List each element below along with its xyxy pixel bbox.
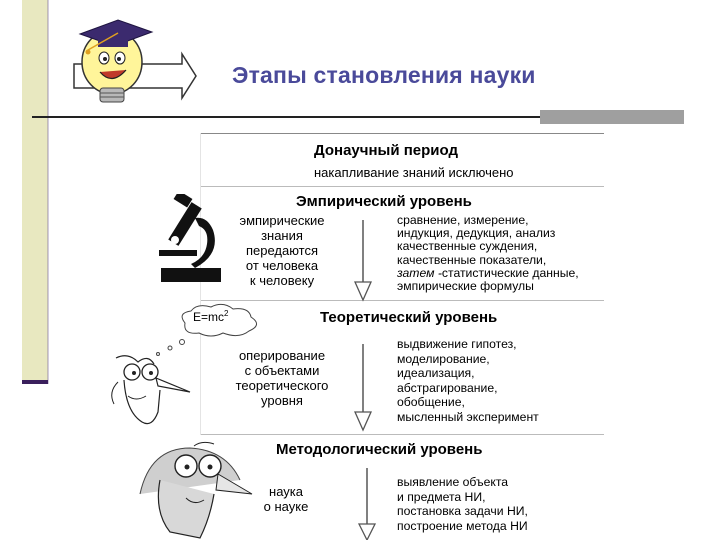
thought-dots [150, 338, 190, 367]
table-border [200, 133, 201, 435]
italic-prefix: затем - [397, 265, 442, 280]
list-item: построение метода НИ [397, 518, 528, 533]
text-line: оперирование [238, 348, 326, 363]
text-line: наука [269, 484, 303, 499]
microscope-icon [155, 190, 225, 286]
prescience-heading: Донаучный период [314, 142, 459, 159]
divider [200, 434, 604, 435]
methodological-description: наука о науке [246, 484, 326, 514]
list-item: выдвижение гипотез, [397, 337, 517, 351]
list-item: качественные суждения, [397, 239, 538, 254]
list-item: выявление объекта [397, 475, 509, 489]
divider [200, 133, 604, 134]
text-line: знания [261, 228, 303, 243]
empirical-description: эмпирические знания передаются от челове… [226, 213, 338, 288]
empirical-heading: Эмпирический уровень [296, 193, 472, 210]
list-item: и предмета НИ, [397, 489, 486, 504]
left-decoration-line [47, 0, 49, 384]
formula-exponent: 2 [224, 309, 229, 318]
formula-base: E=mc [193, 310, 225, 324]
thought-bubble: E=mc2 [175, 303, 263, 337]
list-item: сравнение, измерение, [397, 213, 529, 227]
text-line: к человеку [249, 273, 315, 288]
list-item: моделирование, [397, 351, 490, 366]
left-decoration-accent [22, 380, 48, 384]
text-line: о науке [263, 499, 309, 514]
list-item: качественные показатели, [397, 252, 547, 267]
left-decoration-bar [22, 0, 48, 384]
list-item: эмпирические формулы [397, 279, 534, 294]
down-arrow-icon [353, 220, 373, 302]
formula-text: E=mc2 [193, 309, 228, 324]
list-item: абстрагирование, [397, 380, 498, 395]
list-item: мысленный эксперимент [397, 409, 539, 424]
methodological-methods: выявление объекта и предмета НИ, постано… [397, 475, 528, 533]
theoretical-methods: выдвижение гипотез, моделирование, идеал… [397, 337, 539, 425]
title-underline-accent [540, 110, 684, 124]
list-item: затем -статистические данные, [397, 265, 579, 280]
text-line: эмпирические [239, 213, 325, 228]
down-arrow-icon [353, 344, 373, 432]
divider [200, 186, 604, 187]
list-item: обобщение, [397, 395, 465, 410]
list-item: идеализация, [397, 366, 475, 381]
page-title: Этапы становления науки [232, 62, 536, 88]
text-line: с объектами [244, 363, 320, 378]
text-line: уровня [261, 393, 303, 408]
list-item-text: статистические данные, [441, 265, 579, 280]
text-line: от человека [245, 258, 319, 273]
scientist-cartoon-icon [98, 352, 194, 438]
text-line: теоретического [235, 378, 329, 393]
theoretical-heading: Теоретический уровень [320, 309, 498, 326]
theoretical-description: оперирование с объектами теоретического … [226, 348, 338, 408]
methodological-heading: Методологический уровень [276, 441, 483, 458]
title-underline [32, 116, 540, 118]
list-item: индукция, дедукция, анализ [397, 226, 556, 241]
down-arrow-icon [357, 468, 377, 542]
text-line: передаются [245, 243, 319, 258]
empirical-methods: сравнение, измерение, индукция, дедукция… [397, 213, 579, 294]
lightbulb-graduate-icon [60, 6, 200, 110]
thinker-cartoon-icon [130, 440, 254, 540]
list-item: постановка задачи НИ, [397, 504, 528, 519]
prescience-subtitle: накапливание знаний исключено [314, 165, 514, 180]
divider [200, 300, 604, 301]
